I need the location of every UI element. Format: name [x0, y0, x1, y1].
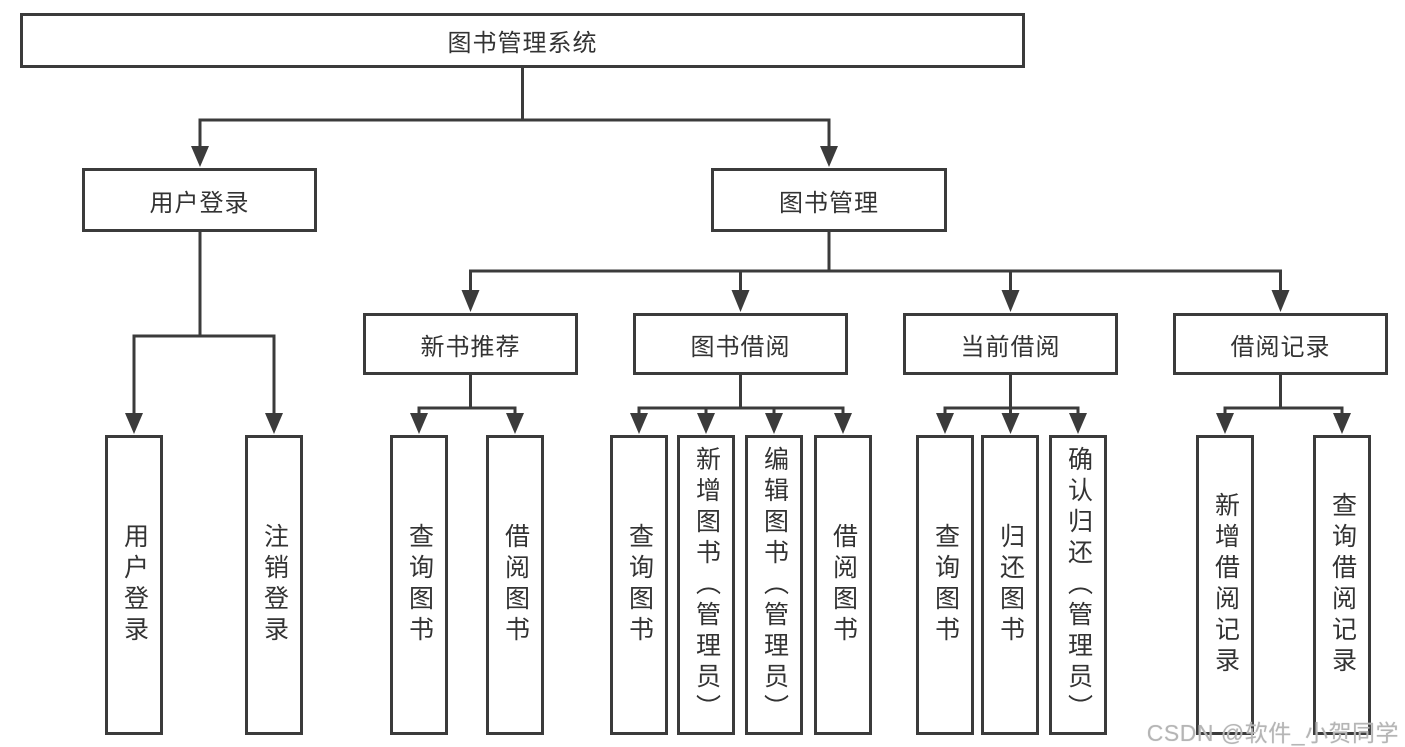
node-current-borrowing: 当前借阅 — [903, 313, 1118, 375]
node-label: 借阅记录 — [1230, 333, 1331, 361]
node-new-book-recommendation: 新书推荐 — [363, 313, 578, 375]
node-leaf-edit-book-admin: 编辑图书（管理员） — [745, 435, 803, 735]
node-borrowing-records: 借阅记录 — [1173, 313, 1388, 375]
node-leaf-query-book-1: 查询图书 — [390, 435, 448, 735]
node-leaf-query-borrow-record: 查询借阅记录 — [1313, 435, 1371, 735]
node-label: 确认归还（管理员） — [1064, 445, 1093, 725]
node-label: 借阅图书 — [829, 523, 858, 647]
node-label: 用户登录 — [120, 523, 149, 647]
node-user-login-module: 用户登录 — [82, 168, 317, 232]
node-label: 当前借阅 — [960, 333, 1061, 361]
node-leaf-logout: 注销登录 — [245, 435, 303, 735]
node-book-borrowing: 图书借阅 — [633, 313, 848, 375]
node-leaf-user-login: 用户登录 — [105, 435, 163, 735]
node-label: 注销登录 — [260, 523, 289, 647]
node-label: 图书管理 — [779, 189, 879, 217]
node-leaf-add-book-admin: 新增图书（管理员） — [677, 435, 735, 735]
node-leaf-borrow-book-1: 借阅图书 — [486, 435, 544, 735]
node-leaf-add-borrow-record: 新增借阅记录 — [1196, 435, 1254, 735]
arrowhead-icons — [125, 146, 1351, 434]
connector-segments — [132, 68, 1344, 414]
node-label: 借阅图书 — [501, 523, 530, 647]
node-root-system: 图书管理系统 — [20, 13, 1025, 68]
node-book-management-module: 图书管理 — [711, 168, 947, 232]
node-label: 新增图书（管理员） — [692, 445, 721, 725]
node-label: 编辑图书（管理员） — [760, 445, 789, 725]
node-label: 用户登录 — [149, 189, 250, 217]
node-leaf-confirm-return-admin: 确认归还（管理员） — [1049, 435, 1107, 735]
node-leaf-borrow-book-2: 借阅图书 — [814, 435, 872, 735]
node-label: 查询借阅记录 — [1328, 492, 1357, 678]
csdn-watermark: CSDN @软件_小贺同学 — [1146, 720, 1399, 746]
node-label: 查询图书 — [625, 523, 654, 647]
node-leaf-query-book-2: 查询图书 — [610, 435, 668, 735]
node-label: 新书推荐 — [420, 333, 521, 361]
node-leaf-query-book-3: 查询图书 — [916, 435, 974, 735]
node-label: 归还图书 — [996, 523, 1025, 647]
node-label: 查询图书 — [931, 523, 960, 647]
node-label: 查询图书 — [405, 523, 434, 647]
node-label: 新增借阅记录 — [1211, 492, 1240, 678]
node-label: 图书管理系统 — [447, 30, 598, 57]
node-label: 图书借阅 — [690, 333, 791, 361]
node-leaf-return-book: 归还图书 — [981, 435, 1039, 735]
